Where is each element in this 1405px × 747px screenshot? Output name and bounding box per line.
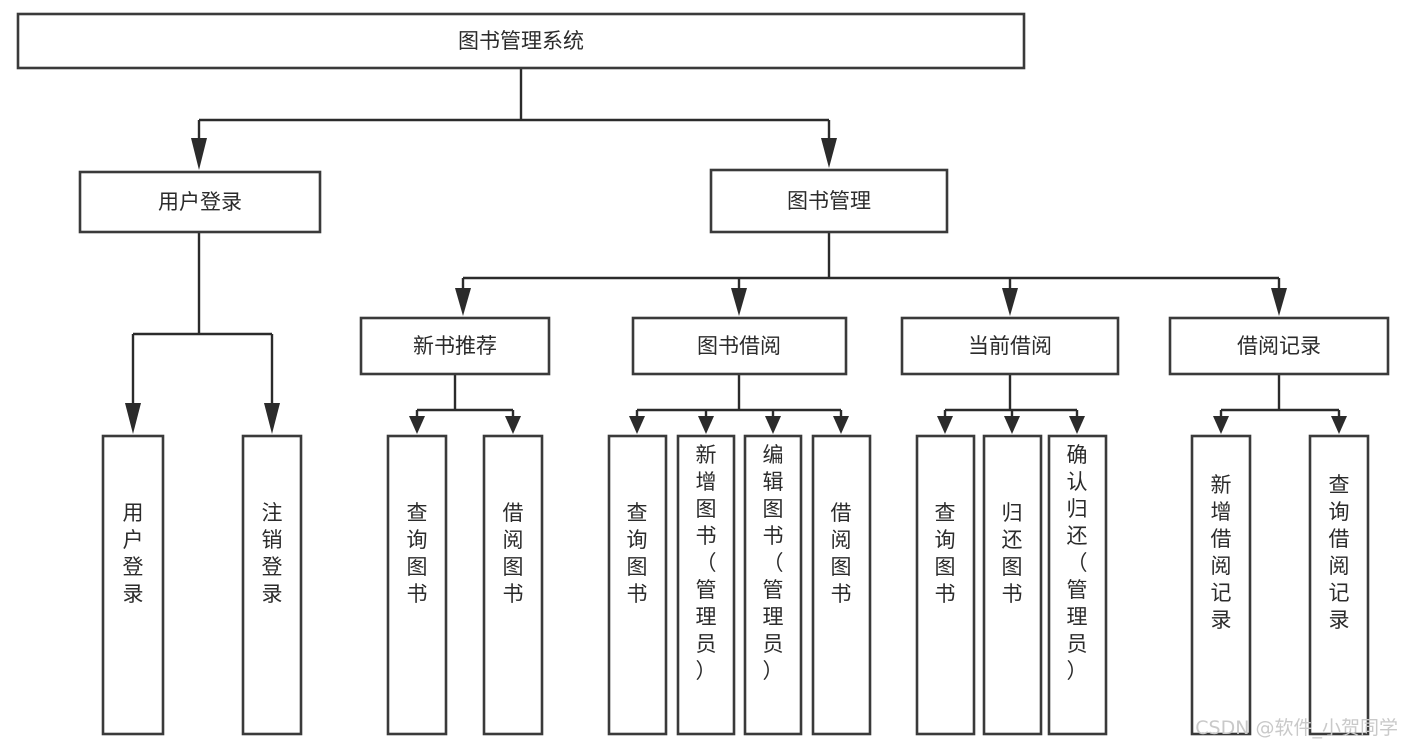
arrow-head-book-management — [821, 138, 837, 168]
node-leaf-query-book-current[interactable]: 查询图书 — [915, 434, 976, 736]
node-leaf-borrow-book-label: 借阅图书 — [831, 501, 852, 606]
arrow-head-leaf-edit-book-admin — [765, 416, 781, 434]
arrow-head-leaf-add-borrow-record — [1213, 416, 1229, 434]
node-leaf-logout[interactable]: 注销登录 — [241, 434, 303, 736]
node-new-book-recommend[interactable]: 新书推荐 — [359, 316, 551, 376]
arrow-head-leaf-user-login — [125, 403, 141, 434]
node-leaf-query-book-recommend[interactable]: 查询图书 — [386, 434, 448, 736]
node-root-box[interactable] — [16, 12, 1026, 70]
arrow-head-leaf-confirm-return-admin — [1069, 416, 1085, 434]
node-leaf-add-book-admin-label: 新增图书（管理员） — [696, 443, 717, 683]
node-leaf-edit-book-admin[interactable]: 编辑图书（管理员） — [743, 434, 803, 736]
node-leaf-query-book-recommend-label: 查询图书 — [407, 501, 428, 606]
node-new-book-recommend-label: 新书推荐 — [413, 334, 497, 358]
node-user-login[interactable]: 用户登录 — [78, 170, 322, 234]
arrow-head-borrow-record — [1271, 288, 1287, 316]
leaf-nodes: 用户登录 注销登录 查询图书 借阅图书 查询图书 新增图书（管理员） 编辑图书（… — [101, 434, 1370, 736]
watermark-text: CSDN @软件_小贺同学 — [1195, 717, 1398, 739]
node-leaf-borrow-book[interactable]: 借阅图书 — [811, 434, 872, 736]
node-book-borrow-label: 图书借阅 — [697, 334, 781, 358]
arrow-head-leaf-query-book-current — [937, 416, 953, 434]
node-leaf-logout-box[interactable] — [241, 434, 303, 736]
node-book-management-box[interactable] — [709, 168, 949, 234]
node-current-borrow-label: 当前借阅 — [968, 334, 1052, 358]
arrow-head-leaf-return-book — [1004, 416, 1020, 434]
node-borrow-record[interactable]: 借阅记录 — [1168, 316, 1390, 376]
node-book-borrow[interactable]: 图书借阅 — [631, 316, 848, 376]
node-leaf-borrow-book-recommend[interactable]: 借阅图书 — [482, 434, 544, 736]
arrow-head-leaf-query-borrow-record — [1331, 416, 1347, 434]
node-leaf-add-borrow-record-label: 新增借阅记录 — [1211, 473, 1232, 632]
node-root[interactable]: 图书管理系统 — [16, 12, 1026, 70]
arrow-head-leaf-borrow-book — [833, 416, 849, 434]
connector-lines — [125, 68, 1347, 434]
node-user-login-box[interactable] — [78, 170, 322, 234]
node-leaf-logout-label: 注销登录 — [262, 501, 283, 606]
node-leaf-confirm-return-admin-box[interactable] — [1047, 434, 1108, 736]
node-leaf-confirm-return-admin-label: 确认归还（管理员） — [1067, 443, 1088, 683]
node-leaf-user-login[interactable]: 用户登录 — [101, 434, 165, 736]
node-user-login-label: 用户登录 — [158, 190, 242, 214]
node-leaf-query-book-borrow[interactable]: 查询图书 — [607, 434, 668, 736]
node-new-book-recommend-box[interactable] — [359, 316, 551, 376]
node-leaf-query-book-borrow-box[interactable] — [607, 434, 668, 736]
node-leaf-borrow-book-recommend-box[interactable] — [482, 434, 544, 736]
node-borrow-record-box[interactable] — [1168, 316, 1390, 376]
node-leaf-add-book-admin-box[interactable] — [676, 434, 736, 736]
node-leaf-query-borrow-record[interactable]: 查询借阅记录 — [1308, 434, 1370, 736]
arrow-head-leaf-query-book-borrow — [629, 416, 645, 434]
node-root-label: 图书管理系统 — [458, 29, 584, 53]
node-current-borrow-box[interactable] — [900, 316, 1120, 376]
node-leaf-query-book-current-label: 查询图书 — [935, 501, 956, 606]
node-book-borrow-box[interactable] — [631, 316, 848, 376]
arrow-head-leaf-add-book-admin — [698, 416, 714, 434]
node-leaf-return-book-label: 归还图书 — [1002, 501, 1023, 606]
arrow-head-leaf-borrow-book-recommend — [505, 416, 521, 434]
arrow-head-book-borrow — [731, 288, 747, 316]
node-leaf-query-borrow-record-label: 查询借阅记录 — [1329, 473, 1350, 632]
node-book-management-label: 图书管理 — [787, 189, 871, 213]
arrow-head-new-book-recommend — [455, 288, 471, 316]
node-book-management[interactable]: 图书管理 — [709, 168, 949, 234]
node-leaf-query-borrow-record-box[interactable] — [1308, 434, 1370, 736]
arrow-head-current-borrow — [1002, 288, 1018, 316]
node-leaf-confirm-return-admin[interactable]: 确认归还（管理员） — [1047, 434, 1108, 736]
node-leaf-add-book-admin[interactable]: 新增图书（管理员） — [676, 434, 736, 736]
node-leaf-user-login-box[interactable] — [101, 434, 165, 736]
arrow-head-user-login — [191, 138, 207, 170]
node-leaf-query-book-borrow-label: 查询图书 — [627, 501, 648, 606]
node-leaf-query-book-recommend-box[interactable] — [386, 434, 448, 736]
node-leaf-borrow-book-recommend-label: 借阅图书 — [503, 501, 524, 606]
node-leaf-return-book[interactable]: 归还图书 — [982, 434, 1043, 736]
node-leaf-add-borrow-record-box[interactable] — [1190, 434, 1252, 736]
node-leaf-return-book-box[interactable] — [982, 434, 1043, 736]
node-borrow-record-label: 借阅记录 — [1237, 334, 1321, 358]
node-leaf-add-borrow-record[interactable]: 新增借阅记录 — [1190, 434, 1252, 736]
node-leaf-borrow-book-box[interactable] — [811, 434, 872, 736]
arrow-head-leaf-logout — [264, 403, 280, 434]
node-leaf-edit-book-admin-box[interactable] — [743, 434, 803, 736]
node-current-borrow[interactable]: 当前借阅 — [900, 316, 1120, 376]
node-leaf-user-login-label: 用户登录 — [123, 501, 144, 606]
node-leaf-query-book-current-box[interactable] — [915, 434, 976, 736]
arrow-head-leaf-query-book-recommend — [409, 416, 425, 434]
node-leaf-edit-book-admin-label: 编辑图书（管理员） — [763, 443, 784, 683]
